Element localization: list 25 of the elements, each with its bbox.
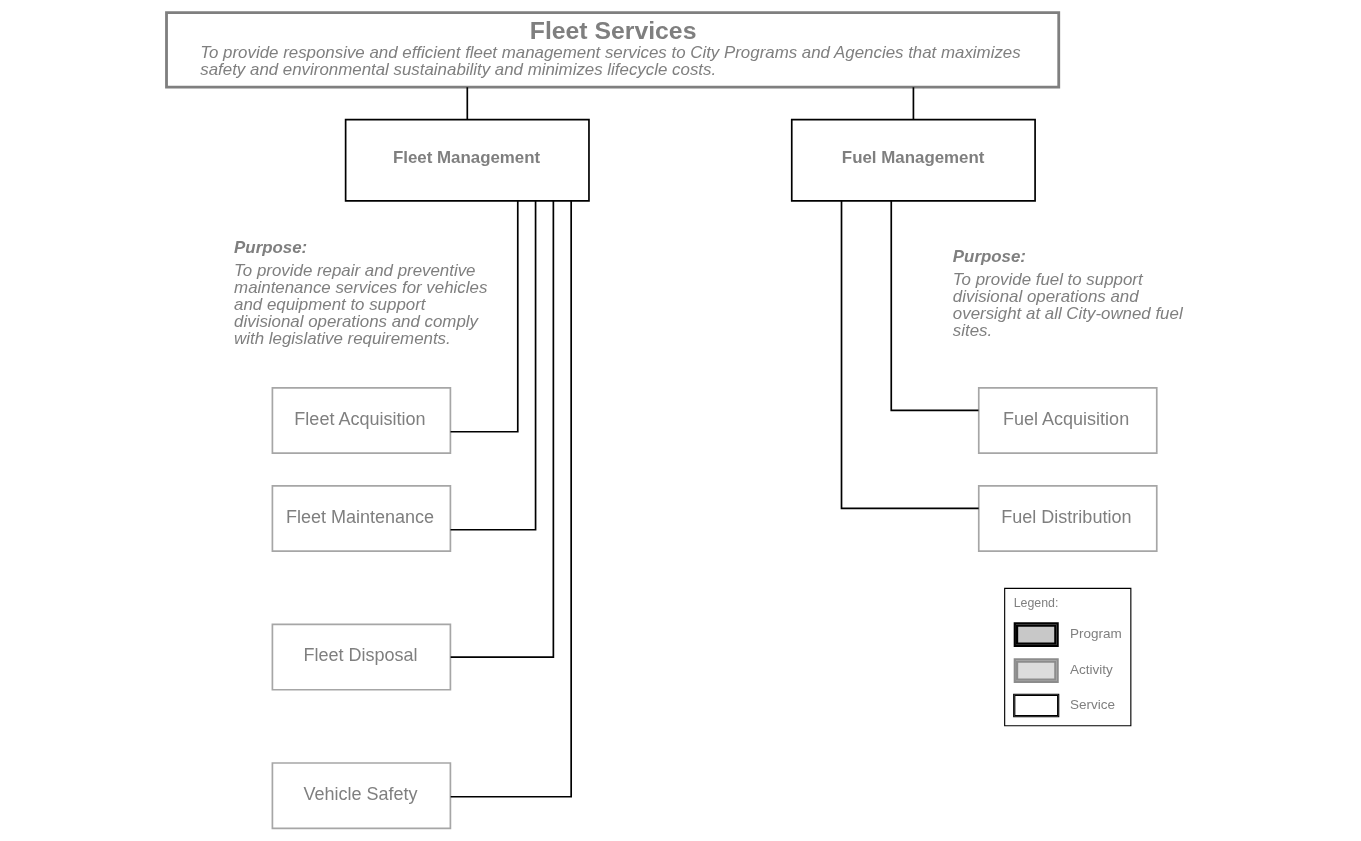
connector <box>840 200 980 510</box>
node-label: Purpose: <box>952 246 1026 266</box>
node-label: To provide repair and preventive maintenance services for vehicles and equipment to support divisional operations and comply with legislative requirements. <box>234 261 488 348</box>
connector <box>449 200 555 658</box>
node-label: Purpose: <box>234 237 308 257</box>
node-box: Fuel Distribution <box>977 485 1158 553</box>
legend-label: Service <box>1070 697 1116 713</box>
node-box: Fleet Management <box>344 118 590 202</box>
legend-label: Program <box>1070 626 1122 642</box>
connector <box>449 200 572 798</box>
node-box: Vehicle Safety <box>271 762 452 830</box>
connector <box>912 86 915 121</box>
node-box: Fleet Services To provide responsive and efficient fleet management services to City Programs and Agencies that maximizes safety and environmental sustainability and minimizes lifecycle costs. <box>165 11 1061 89</box>
legend-label: Activity <box>1070 662 1113 678</box>
connector <box>466 86 469 121</box>
node-box: Fuel Acquisition <box>977 387 1158 454</box>
node-box: Fuel Management <box>790 118 1036 202</box>
label: Legend: <box>1013 596 1059 611</box>
connector <box>449 200 519 433</box>
node-label: To provide fuel to support divisional operations and oversight at all City-owned fuel sites. <box>952 270 1183 341</box>
connector <box>449 200 537 531</box>
node-box: Fleet Acquisition <box>271 387 452 454</box>
node-box: Fleet Maintenance <box>271 485 452 553</box>
node-box: Fleet Disposal <box>271 623 452 691</box>
connector <box>890 200 980 412</box>
